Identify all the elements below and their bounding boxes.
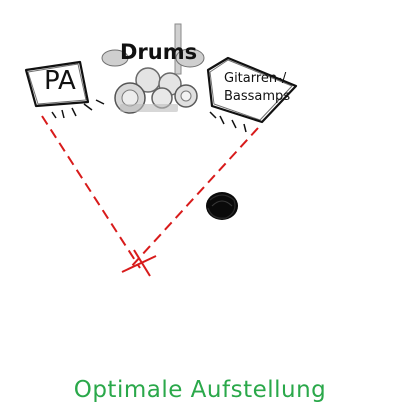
guide-line-pa-to-listener	[41, 115, 141, 269]
listener-cross-stroke-b	[133, 249, 151, 277]
pa-sound-marks	[51, 99, 105, 119]
pa-label: PA	[44, 66, 76, 96]
listener-head-icon	[206, 192, 238, 220]
amp-sound-marks	[209, 111, 247, 133]
amps-label: Gitarren-/ Bassamps	[224, 71, 291, 104]
guide-lines	[41, 115, 259, 277]
caption: Optimale Aufstellung	[73, 377, 327, 403]
drums-label: Drums	[120, 40, 198, 64]
amp-box-sketch-icon	[206, 56, 298, 133]
guide-line-amp-to-listener	[129, 127, 259, 269]
pa-box-sketch-icon	[24, 60, 105, 119]
listener-cross-stroke-a	[121, 255, 157, 273]
drum-kit-icon	[101, 23, 205, 114]
